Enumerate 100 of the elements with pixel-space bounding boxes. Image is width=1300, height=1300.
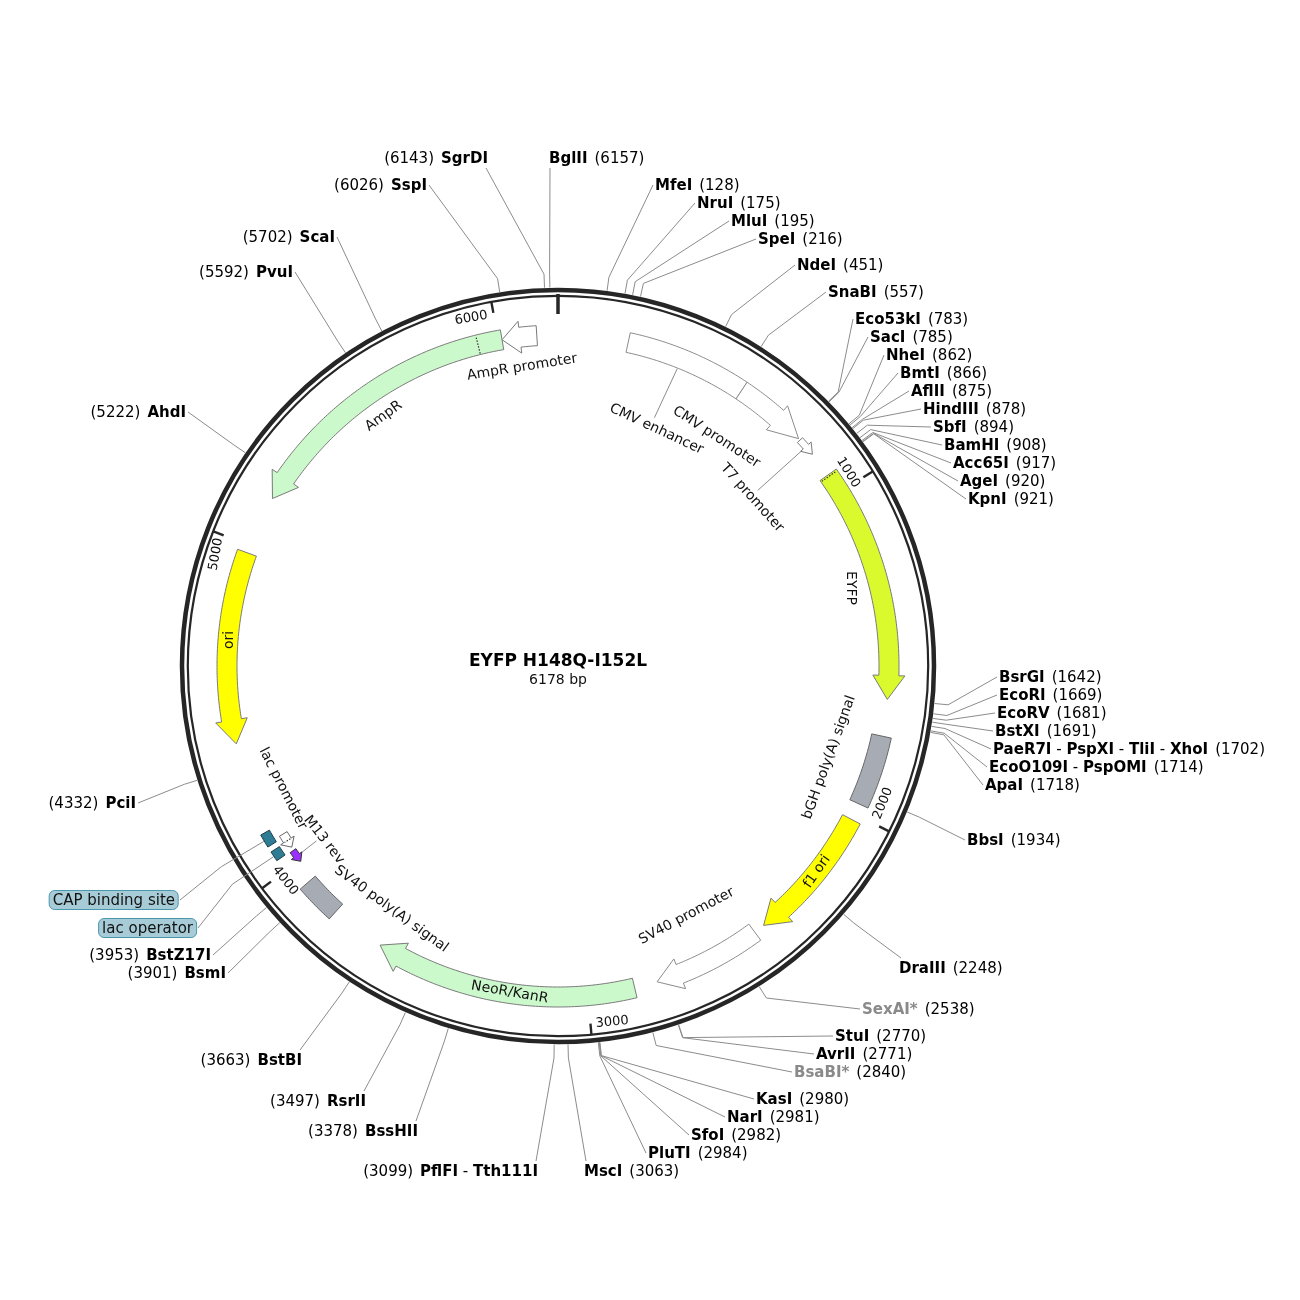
leader-line <box>760 291 827 348</box>
leader-line <box>197 856 274 929</box>
leader-line <box>632 220 730 296</box>
feature-arc <box>278 830 296 849</box>
enzyme-name: PciI <box>105 794 136 812</box>
leader-line <box>862 432 959 482</box>
enzyme-name: Acc65I <box>953 454 1009 472</box>
leader-line <box>428 184 501 293</box>
leader-line <box>212 907 268 956</box>
leader-line <box>725 264 796 328</box>
cut-position: (2984) <box>697 1144 748 1162</box>
cut-position: (2840) <box>856 1063 907 1081</box>
cut-position: (3378) <box>308 1122 358 1140</box>
leader-line <box>828 318 854 402</box>
leader-line <box>678 1024 834 1039</box>
cut-position: (917) <box>1015 454 1057 472</box>
enzyme-name: BamHI <box>944 436 1000 454</box>
cut-position: (6143) <box>384 149 434 167</box>
leader-line <box>848 354 885 425</box>
cut-position: (451) <box>843 256 884 274</box>
leader-line <box>859 429 943 446</box>
enzyme-name: AflII <box>911 382 945 400</box>
cut-position: (3901) <box>127 964 178 982</box>
cut-position: (908) <box>1006 436 1047 454</box>
cut-position: (195) <box>774 212 815 230</box>
enzyme-name: EcoRI <box>999 686 1046 704</box>
cut-position: (6157) <box>594 149 645 167</box>
cut-position: (216) <box>802 230 843 248</box>
cut-position: (5592) <box>199 263 249 281</box>
cut-position: (128) <box>699 176 740 194</box>
leader-line <box>906 811 966 841</box>
feature-label: ori <box>220 630 236 650</box>
feature-arc <box>289 847 303 863</box>
enzyme-name: KasI <box>756 1090 793 1108</box>
leader-line <box>851 390 910 429</box>
cut-position: (875) <box>951 382 993 400</box>
leader-line <box>933 694 998 716</box>
cut-position: (175) <box>740 194 781 212</box>
enzyme-name: SnaBI <box>828 283 877 301</box>
leader-line <box>932 712 996 721</box>
cut-position: (2981) <box>769 1108 820 1126</box>
enzyme-name: HindIII <box>923 400 979 418</box>
enzyme-name: Eco53kI <box>855 310 921 328</box>
cut-position: (3099) <box>363 1162 414 1180</box>
cut-position: (1934) <box>1010 831 1061 849</box>
enzyme-name: SacI <box>870 328 906 346</box>
cut-position: (783) <box>927 310 969 328</box>
enzyme-name: BstBI <box>257 1051 302 1069</box>
feature-block <box>270 845 287 862</box>
cut-position: (894) <box>973 418 1014 436</box>
leader-line <box>640 238 757 298</box>
enzyme-name: RsrII <box>326 1092 366 1110</box>
leader-line <box>624 202 696 294</box>
cut-position: (3063) <box>629 1162 680 1180</box>
cut-position: (862) <box>932 346 973 364</box>
cut-position: (2538) <box>924 1000 975 1018</box>
enzyme-name: StuI <box>835 1027 870 1045</box>
leader-line <box>931 725 992 750</box>
leader-line <box>852 408 922 430</box>
cut-position: (1718) <box>1030 776 1080 794</box>
plasmid-name: EYFP H148Q-I152L <box>468 650 648 670</box>
feature-label: f1 ori <box>799 851 833 891</box>
leader-line <box>652 1031 793 1073</box>
enzyme-name: NheI <box>886 346 925 364</box>
cut-position: (866) <box>946 364 988 382</box>
cut-position: (1702) <box>1215 740 1265 758</box>
cut-position: (1669) <box>1052 686 1103 704</box>
feature-tag: lac operator <box>98 918 197 938</box>
leader-line <box>758 986 861 1010</box>
leader-line <box>849 372 899 426</box>
leader-line <box>597 1041 647 1154</box>
scale-label: 6000 <box>453 306 489 328</box>
leader-line <box>934 676 998 706</box>
enzyme-name: NruI <box>697 194 734 212</box>
leader-line <box>294 271 346 354</box>
cut-position: (1691) <box>1046 722 1097 740</box>
leader-line <box>828 336 869 403</box>
enzyme-name: BsmI <box>184 964 226 982</box>
scale-label: 2000 <box>868 784 896 822</box>
leader-line <box>137 779 198 804</box>
leader-line <box>415 1027 449 1122</box>
leader-line <box>363 1011 406 1092</box>
enzyme-name: MluI <box>731 212 768 230</box>
enzyme-name: BstZ17I <box>146 946 211 964</box>
enzyme-name: EcoRV <box>997 704 1050 722</box>
leader-line <box>179 840 265 901</box>
cut-position: (785) <box>912 328 953 346</box>
leader-line <box>930 730 988 768</box>
enzyme-name: PluTI <box>648 1144 691 1162</box>
leader-line <box>598 1041 690 1136</box>
cut-position: (6026) <box>334 176 384 194</box>
cut-position: (2248) <box>952 959 1003 977</box>
enzyme-name: NarI <box>727 1108 763 1126</box>
cut-position: (5702) <box>242 228 293 246</box>
enzyme-name: PflFI - Tth111I <box>420 1162 538 1180</box>
cut-position: (2980) <box>799 1090 850 1108</box>
leader-line <box>677 1024 815 1055</box>
cut-position: (2771) <box>862 1045 913 1063</box>
feature-arc <box>796 436 814 456</box>
cut-position: (5222) <box>90 403 141 421</box>
